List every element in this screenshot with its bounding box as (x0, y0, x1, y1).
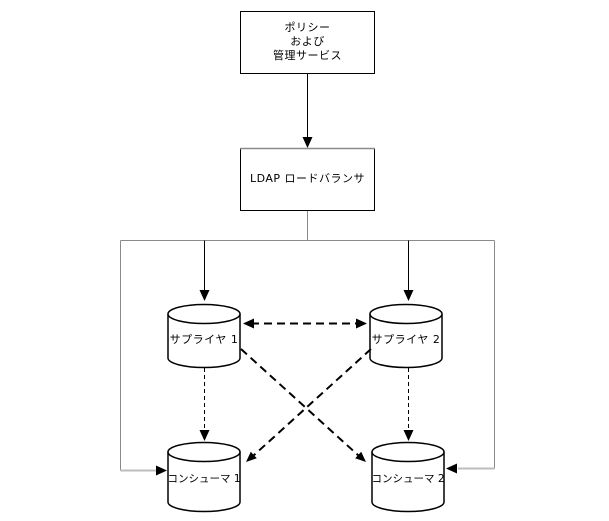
supplier2-cylinder-body (369, 314, 443, 369)
supplier1-cylinder (167, 303, 241, 369)
supplier1-cylinder-body (167, 314, 241, 369)
arrowhead-into-supplier2-top (403, 290, 414, 301)
consumer1-cylinder (167, 441, 241, 513)
supplier1-label: サプライヤ 1 (169, 333, 239, 346)
arrowhead-into-supplier1-top (199, 290, 210, 301)
arrowhead-into-consumer2-right (446, 463, 457, 474)
ldap-load-balancer-label: LDAP ロードバランサ (249, 172, 366, 185)
arrowhead-into-consumer1-shoulder (246, 451, 257, 462)
consumer1-label: コンシューマ 1 (167, 473, 241, 485)
consumer2-cylinder-top (371, 441, 445, 463)
policy-label-line3: 管理サービス (273, 49, 342, 62)
supplier2-label: サプライヤ 2 (371, 333, 441, 346)
policy-management-box (240, 11, 375, 74)
arrowhead-into-consumer1-top (199, 430, 210, 441)
arrowhead-into-consumer1-left (156, 465, 167, 476)
consumer1-cylinder-body (167, 452, 241, 513)
supplier2-cylinder-top (369, 303, 443, 325)
outer-frame-lines (120, 210, 495, 471)
supplier2-cylinder (369, 303, 443, 369)
consumer2-cylinder-body (371, 452, 445, 513)
arrowhead-into-loadbalancer (302, 137, 313, 148)
policy-label-line2: および (290, 35, 325, 48)
consumer1-cylinder-top (167, 441, 241, 463)
ldap-load-balancer-box (240, 148, 375, 211)
arrowhead-into-consumer2-shoulder (355, 451, 366, 462)
arrowhead-into-supplier2-left (356, 318, 367, 329)
consumer2-label: コンシューマ 2 (371, 473, 445, 485)
policy-label-line1: ポリシー (284, 21, 331, 34)
arrowhead-into-supplier1-right (243, 318, 254, 329)
supplier1-cylinder-top (167, 303, 241, 325)
consumer-stub-lines (120, 467, 495, 472)
consumer2-cylinder (371, 441, 445, 513)
dashed-line-supplier1-consumer2 (240, 348, 360, 457)
policy-management-label: ポリシー および 管理サービス (240, 11, 375, 73)
dashed-line-supplier2-consumer1 (252, 348, 372, 457)
arrowhead-into-consumer2-top (403, 430, 414, 441)
